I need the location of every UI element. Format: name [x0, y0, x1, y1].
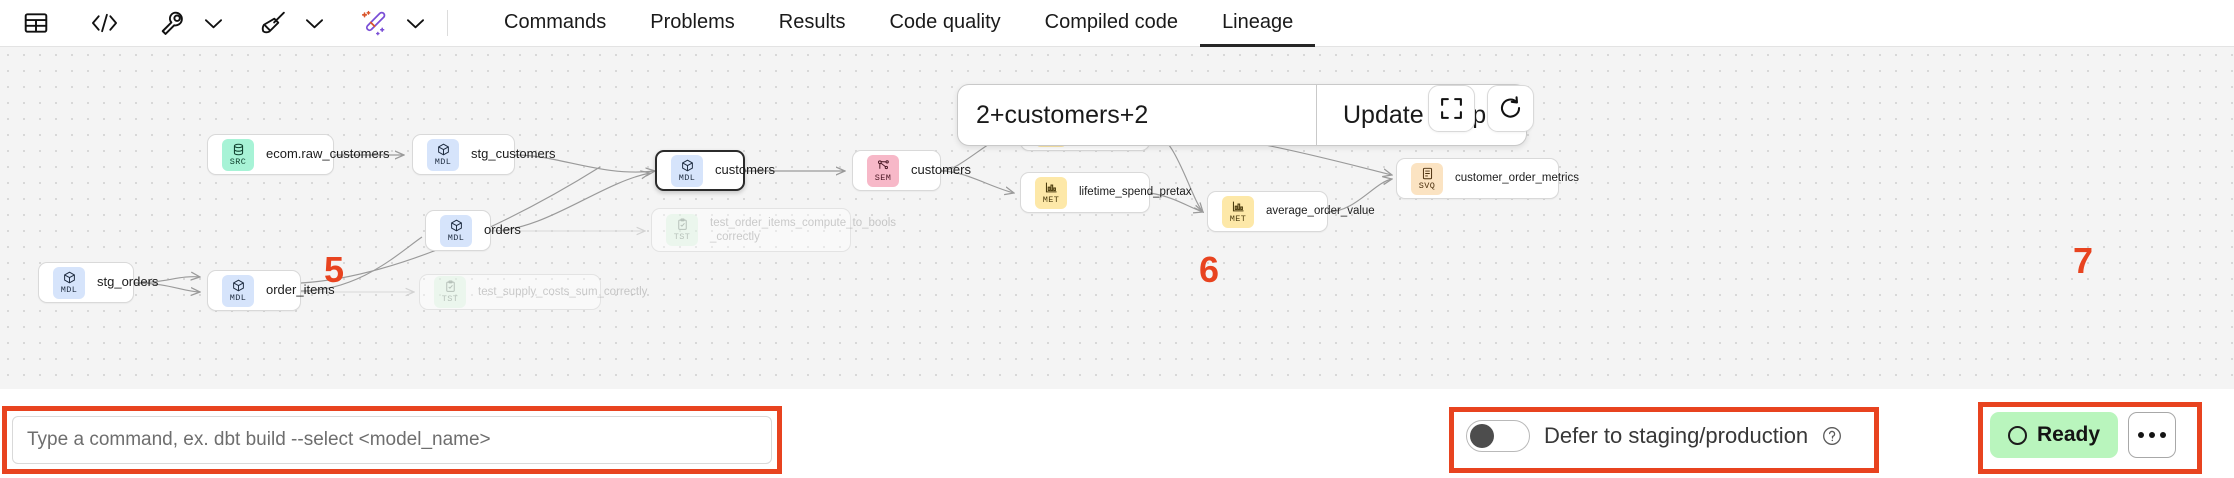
- src-badge-icon: SRC: [222, 138, 254, 171]
- tab-problems[interactable]: Problems: [650, 10, 735, 33]
- badge-type-label: TST: [441, 294, 459, 304]
- mdl-badge-icon: MDL: [671, 154, 703, 187]
- met-badge-icon: MET: [1222, 195, 1254, 228]
- badge-type-label: MET: [1042, 194, 1060, 205]
- annotation-number-5: 5: [324, 249, 345, 290]
- tst-badge-icon: TST: [434, 276, 466, 308]
- status-badge[interactable]: Ready: [1990, 412, 2119, 458]
- graph-node-customer-order-metrics[interactable]: SVQ customer_order_metrics: [1396, 158, 1579, 199]
- badge-type-label: MDL: [434, 156, 452, 167]
- command-input[interactable]: [27, 429, 757, 451]
- tst-badge-icon: TST: [666, 214, 698, 246]
- graph-node-ecom-raw-customers[interactable]: SRC ecom.raw_customers: [207, 134, 390, 175]
- mdl-badge-icon: MDL: [53, 266, 85, 299]
- badge-type-label: MDL: [678, 172, 696, 183]
- svq-badge-icon: SVQ: [1411, 162, 1443, 195]
- lineage-graph-canvas[interactable]: SRC ecom.raw_customers MDL stg_customers…: [0, 47, 2234, 389]
- badge-type-label: MDL: [60, 284, 78, 295]
- node-label: test_supply_costs_sum_correctly: [478, 285, 648, 298]
- mdl-badge-icon: MDL: [427, 138, 459, 171]
- graph-node-stg-orders[interactable]: MDL stg_orders: [38, 262, 158, 303]
- graph-node-customers-model[interactable]: MDL customers: [655, 150, 775, 191]
- graph-node-orders[interactable]: MDL orders: [425, 210, 521, 251]
- badge-type-label: SRC: [229, 156, 247, 167]
- badge-type-label: MDL: [229, 292, 247, 303]
- node-label: customer_order_metrics: [1455, 172, 1579, 185]
- panel-divider: [1316, 85, 1317, 145]
- magic-wand-icon[interactable]: [352, 5, 397, 41]
- node-label: customers: [911, 162, 971, 178]
- defer-toggle[interactable]: [1466, 420, 1530, 452]
- dot: [2160, 432, 2167, 438]
- ellipsis-icon[interactable]: [2128, 412, 2177, 458]
- node-label: average_order_value: [1266, 205, 1375, 218]
- annotation-number-6: 6: [1199, 249, 1220, 290]
- dot: [2138, 432, 2145, 438]
- node-label: stg_customers: [471, 146, 556, 162]
- graph-node-average-order-value[interactable]: MET average_order_value: [1207, 191, 1375, 232]
- node-label: customers: [715, 162, 775, 178]
- node-label: orders: [484, 222, 521, 238]
- top-toolbar: Commands Problems Results Code quality C…: [0, 0, 2234, 47]
- broom-chevron-down-icon[interactable]: [297, 17, 332, 30]
- badge-type-label: TST: [673, 232, 691, 242]
- code-icon[interactable]: [82, 5, 127, 41]
- badge-type-label: SVQ: [1418, 180, 1436, 191]
- node-label: ecom.raw_customers: [266, 146, 390, 162]
- tool-icon-group: [0, 0, 462, 46]
- graph-node-order-items[interactable]: MDL order_items: [207, 270, 335, 311]
- badge-type-label: SEM: [874, 172, 892, 183]
- magic-wand-chevron-down-icon[interactable]: [398, 17, 433, 30]
- graph-node-customers-semantic[interactable]: SEM customers: [852, 150, 971, 191]
- fullscreen-icon[interactable]: [1428, 85, 1475, 132]
- mdl-badge-icon: MDL: [440, 214, 472, 247]
- node-label: lifetime_spend_pretax: [1079, 186, 1192, 199]
- tab-commands[interactable]: Commands: [504, 10, 607, 33]
- node-label: test_order_items_compute_to_bools _corre…: [710, 216, 897, 243]
- toggle-knob: [1470, 424, 1494, 448]
- node-label: stg_orders: [97, 274, 159, 290]
- defer-label: Defer to staging/production: [1544, 423, 1809, 448]
- graph-select-input[interactable]: [958, 85, 1316, 145]
- graph-node-test-supply-costs[interactable]: TST test_supply_costs_sum_correctly: [419, 274, 647, 310]
- status-control-group: Ready: [1990, 412, 2177, 458]
- tab-compiled-code[interactable]: Compiled code: [1044, 10, 1179, 33]
- graph-node-test-order-items[interactable]: TST test_order_items_compute_to_bools _c…: [651, 208, 896, 252]
- dot: [2149, 432, 2156, 438]
- defer-control-group: Defer to staging/production: [1466, 420, 1842, 452]
- badge-type-label: MDL: [447, 232, 465, 243]
- broom-icon[interactable]: [251, 5, 296, 41]
- wrench-icon[interactable]: [151, 5, 195, 41]
- command-input-wrapper[interactable]: [12, 416, 772, 464]
- toolbar-divider: [447, 10, 448, 36]
- status-indicator-icon: [2008, 425, 2027, 445]
- badge-type-label: MET: [1229, 213, 1247, 224]
- annotation-number-7: 7: [2073, 240, 2094, 281]
- met-badge-icon: MET: [1035, 176, 1067, 209]
- graph-node-stg-customers[interactable]: MDL stg_customers: [412, 134, 556, 175]
- status-label: Ready: [2037, 423, 2101, 446]
- wrench-chevron-down-icon[interactable]: [196, 17, 231, 30]
- sem-badge-icon: SEM: [867, 154, 899, 187]
- table-icon[interactable]: [14, 5, 58, 41]
- tab-results[interactable]: Results: [778, 10, 846, 33]
- question-circle-icon[interactable]: [1822, 426, 1842, 446]
- tab-code-quality[interactable]: Code quality: [889, 10, 1001, 33]
- tab-bar: Commands Problems Results Code quality C…: [482, 0, 1316, 47]
- refresh-icon[interactable]: [1487, 85, 1534, 132]
- graph-node-lifetime-spend-pretax[interactable]: MET lifetime_spend_pretax: [1020, 172, 1192, 213]
- mdl-badge-icon: MDL: [222, 274, 254, 307]
- node-label: order_items: [266, 282, 335, 298]
- tab-lineage[interactable]: Lineage: [1200, 0, 1316, 47]
